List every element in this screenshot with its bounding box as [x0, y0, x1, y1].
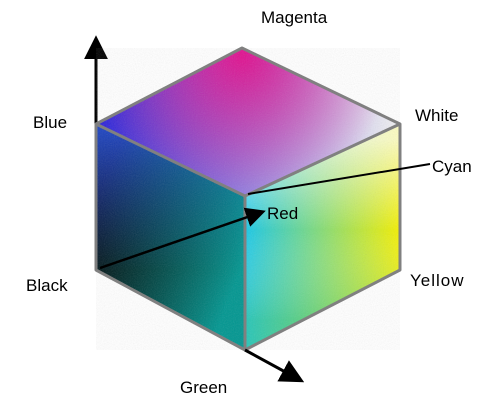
label-yellow: Yellow: [410, 271, 465, 290]
label-magenta: Magenta: [261, 8, 328, 27]
label-green: Green: [180, 378, 228, 397]
label-cyan: Cyan: [432, 157, 472, 176]
label-red: Red: [267, 204, 299, 223]
green-axis-arrow: [244, 348, 305, 383]
label-blue: Blue: [33, 113, 68, 132]
red-axis-arrow: [99, 207, 266, 270]
cyan-leader-line: [247, 163, 431, 195]
label-black: Black: [26, 276, 68, 295]
label-white: White: [415, 106, 459, 125]
